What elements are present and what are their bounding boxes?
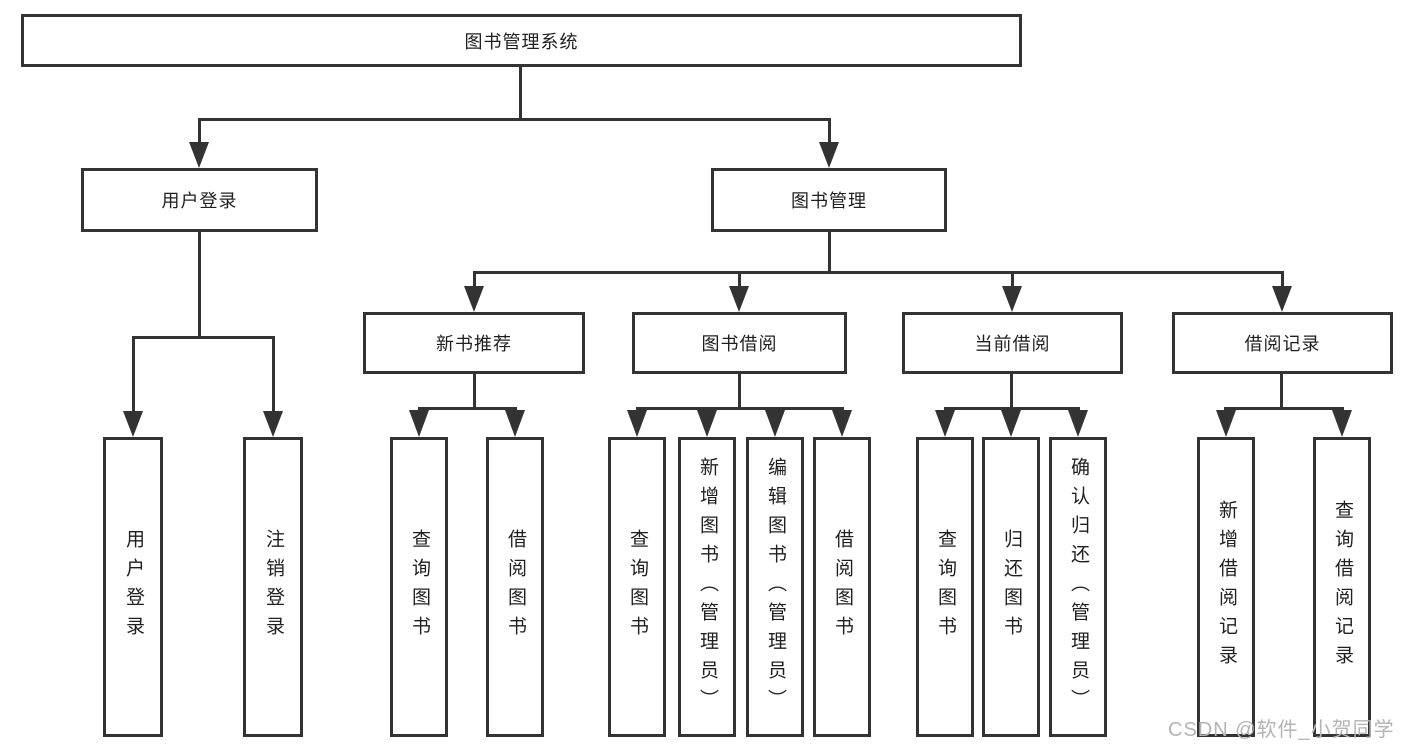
connector-rail-level2 (198, 118, 831, 121)
leaf-add-books-admin: 新增图书（管理员） (678, 437, 736, 737)
arrowhead-down-icon (819, 142, 839, 168)
leaf-label: 确认归还（管理员） (1067, 456, 1089, 718)
connector-rail-new-book (418, 407, 517, 410)
leaf-label: 查询图书 (934, 529, 956, 645)
node-label: 图书借阅 (701, 334, 778, 354)
arrowhead-down-icon (697, 410, 717, 437)
arrowhead-down-icon (464, 286, 484, 312)
leaf-label: 查询图书 (408, 529, 430, 645)
leaf-label: 新增借阅记录 (1215, 500, 1237, 674)
connector-rail-book-borrowing (636, 407, 844, 410)
node-label: 新书推荐 (436, 334, 512, 354)
node-user-login: 用户登录 (81, 168, 318, 232)
arrowhead-down-icon (729, 286, 749, 312)
leaf-query-books-recommend: 查询图书 (390, 437, 448, 737)
leaf-label: 归还图书 (1000, 529, 1022, 645)
node-book-management: 图书管理 (711, 168, 947, 232)
arrowhead-down-icon (627, 410, 647, 437)
connector-rail-user-login (132, 336, 275, 339)
node-label: 图书管理系统 (464, 31, 579, 52)
connector-stub-leaf-logout (272, 336, 275, 411)
leaf-label: 用户登录 (122, 529, 144, 645)
node-new-book-recommendation: 新书推荐 (363, 312, 585, 374)
node-label: 当前借阅 (974, 334, 1051, 354)
node-label: 图书管理 (791, 191, 867, 211)
arrowhead-down-icon (1272, 286, 1292, 312)
leaf-label: 编辑图书（管理员） (764, 456, 786, 718)
node-library-management-system: 图书管理系统 (21, 14, 1022, 67)
connector-stub-borrowing-records (1281, 271, 1284, 286)
arrowhead-down-icon (935, 410, 955, 437)
leaf-add-borrow-record: 新增借阅记录 (1197, 437, 1255, 737)
leaf-query-books-current: 查询图书 (916, 437, 974, 737)
leaf-borrow-books-recommend: 借阅图书 (486, 437, 544, 737)
leaf-label: 查询图书 (626, 529, 648, 645)
leaf-edit-books-admin: 编辑图书（管理员） (746, 437, 804, 737)
connector-stub-user-login (198, 118, 201, 142)
arrowhead-down-icon (1002, 286, 1022, 312)
connector-stub-book-borrowing (738, 271, 741, 286)
connector-stem-borrowing-records (1280, 374, 1283, 407)
connector-stem-current-borrowing (1010, 374, 1013, 407)
arrowhead-down-icon (409, 410, 429, 437)
leaf-query-borrow-record: 查询借阅记录 (1313, 437, 1371, 737)
connector-stem-book-borrowing (738, 374, 741, 407)
leaf-confirm-return-admin: 确认归还（管理员） (1049, 437, 1107, 737)
leaf-label: 借阅图书 (504, 529, 526, 645)
connector-rail-level3 (473, 271, 1284, 274)
node-current-borrowing: 当前借阅 (902, 312, 1123, 374)
arrowhead-down-icon (1068, 410, 1088, 437)
arrowhead-down-icon (832, 410, 852, 437)
arrowhead-down-icon (765, 410, 785, 437)
connector-stem-new-book (473, 374, 476, 407)
leaf-logout: 注销登录 (243, 437, 303, 737)
connector-stub-current-borrowing (1011, 271, 1014, 286)
connector-rail-borrowing-records (1224, 407, 1344, 410)
connector-stem-root (519, 67, 522, 118)
connector-stem-user-login (198, 232, 201, 336)
leaf-user-login: 用户登录 (103, 437, 163, 737)
node-label: 用户登录 (161, 191, 238, 211)
arrowhead-down-icon (505, 410, 525, 437)
node-borrowing-records: 借阅记录 (1172, 312, 1393, 374)
connector-stub-new-book (473, 271, 476, 286)
arrowhead-down-icon (1332, 410, 1352, 437)
arrowhead-down-icon (189, 142, 209, 168)
arrowhead-down-icon (263, 411, 283, 437)
node-book-borrowing: 图书借阅 (632, 312, 847, 374)
connector-stub-leaf-user-login (132, 336, 135, 411)
leaf-label: 借阅图书 (831, 529, 853, 645)
leaf-label: 新增图书（管理员） (696, 456, 718, 718)
arrowhead-down-icon (1216, 410, 1236, 437)
leaf-borrow-books-borrowing: 借阅图书 (813, 437, 871, 737)
watermark: CSDN @软件_小贺同学 (1168, 719, 1395, 741)
leaf-query-books-borrowing: 查询图书 (608, 437, 666, 737)
leaf-label: 注销登录 (262, 529, 284, 645)
arrowhead-down-icon (1001, 410, 1021, 437)
connector-stem-book-management (828, 232, 831, 271)
node-label: 借阅记录 (1244, 334, 1321, 354)
leaf-return-books: 归还图书 (982, 437, 1040, 737)
leaf-label: 查询借阅记录 (1331, 500, 1353, 674)
connector-stub-book-management (828, 118, 831, 142)
connector-rail-current-borrowing (944, 407, 1080, 410)
arrowhead-down-icon (123, 411, 143, 437)
